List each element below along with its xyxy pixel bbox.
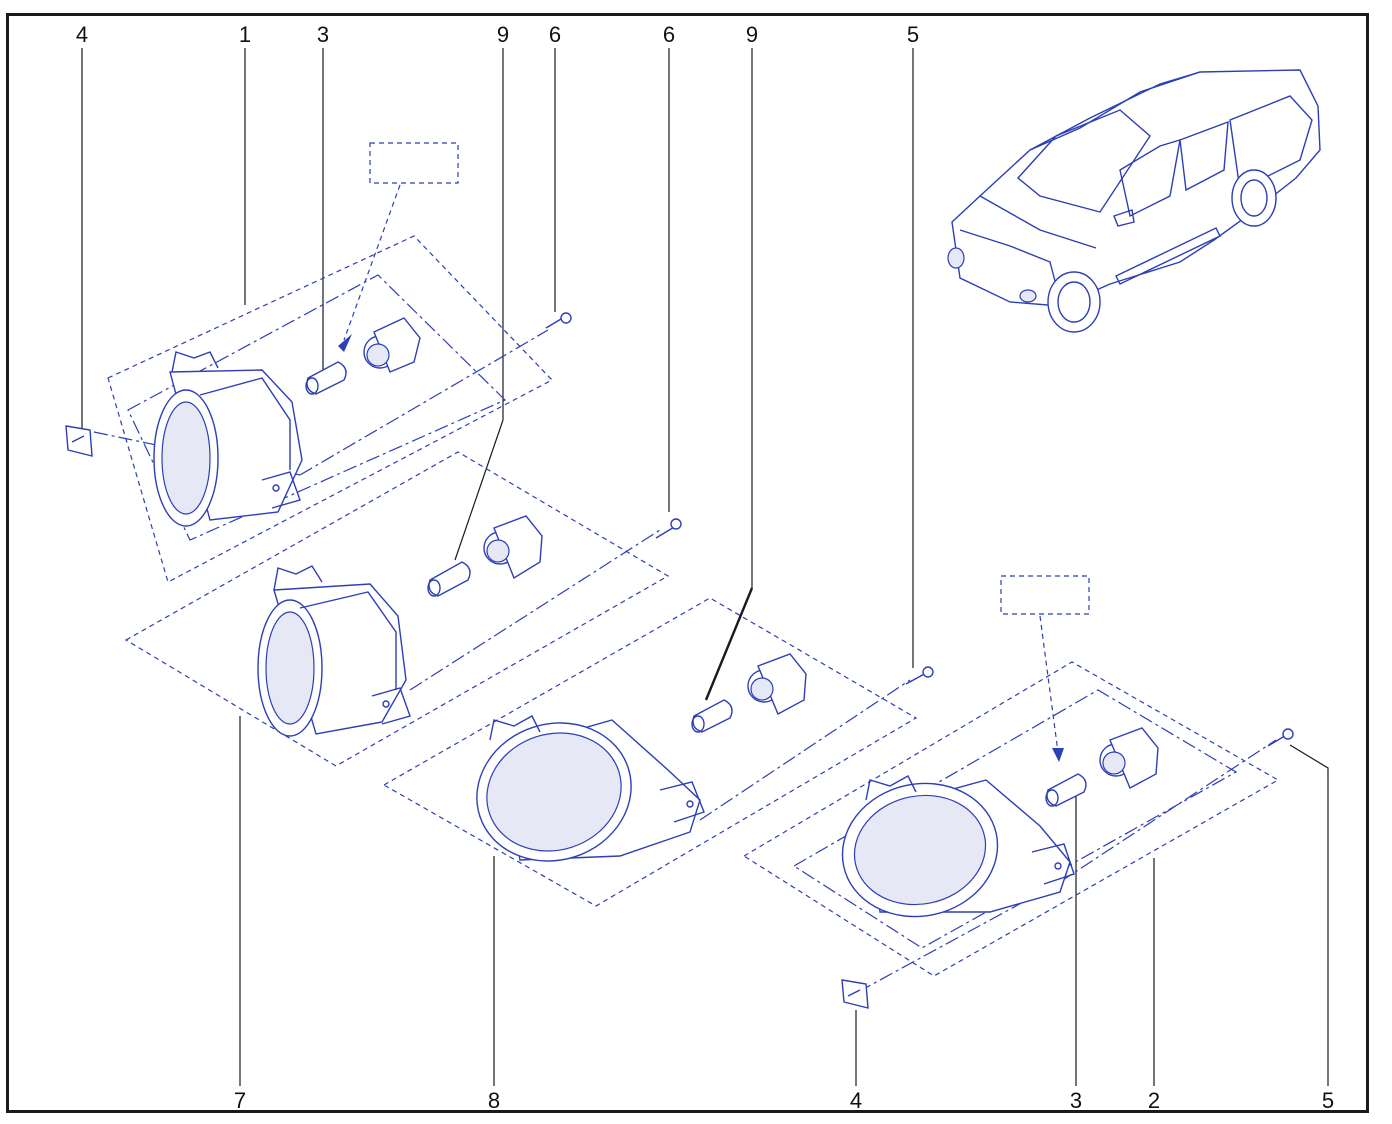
outline-fog-lamp-7 <box>124 451 670 767</box>
callout-6-a: 6 <box>548 22 562 47</box>
callout-8: 8 <box>487 1088 501 1113</box>
axis-screw-6a <box>299 329 549 476</box>
bulb-9-a <box>427 561 471 597</box>
bulb-arrowhead-top <box>338 334 352 352</box>
screw-6a <box>545 312 572 329</box>
bulb-spec-box-bottom <box>1000 575 1090 615</box>
callout-6-b: 6 <box>662 22 676 47</box>
screw-5b <box>1267 728 1294 747</box>
callout-4-top: 4 <box>75 22 89 47</box>
bulb-arrow-bottom <box>1039 615 1059 753</box>
callout-9-b: 9 <box>745 22 759 47</box>
axis-screw-5b <box>1059 739 1277 883</box>
callout-3-bottom: 3 <box>1069 1088 1083 1113</box>
clip-4-top <box>65 425 93 457</box>
callout-2: 2 <box>1147 1088 1161 1113</box>
outline-fog-lamp-8 <box>382 597 918 907</box>
fog-lamp-1 <box>153 351 303 527</box>
bulb-arrow-top <box>343 184 401 341</box>
callout-7: 7 <box>233 1088 247 1113</box>
socket-middle <box>483 515 543 580</box>
fog-lamp-8 <box>476 715 705 862</box>
leader-5-bottom <box>1289 744 1329 1086</box>
bulb-arrowhead-bottom <box>1052 748 1064 762</box>
callout-5-top: 5 <box>906 22 920 47</box>
socket-top <box>363 317 421 373</box>
bulb-3-bottom <box>1045 773 1087 807</box>
callout-3-top: 3 <box>316 22 330 47</box>
callout-4-bottom: 4 <box>849 1088 863 1113</box>
callout-1: 1 <box>238 22 252 47</box>
axis-clip-bottom <box>857 881 1061 993</box>
fog-lamp-7 <box>257 565 411 737</box>
screw-5a <box>905 666 934 685</box>
callout-9-a: 9 <box>496 22 510 47</box>
pickup-truck-illustration <box>947 69 1321 333</box>
screw-6b <box>655 518 682 539</box>
leader-9-b-diag <box>704 587 754 701</box>
clip-4-bottom <box>841 979 869 1009</box>
socket-right <box>1099 727 1159 789</box>
bulb-9-b <box>691 699 733 733</box>
fog-lamp-2 <box>841 775 1075 918</box>
leader-lines <box>81 48 1329 1086</box>
diagram-frame <box>6 13 1369 1113</box>
bulb-spec-box-top <box>369 142 459 184</box>
bulb-3-top <box>305 361 347 395</box>
outline-fog-lamp-2-inner <box>792 689 1238 949</box>
axis-screw-5a <box>699 679 911 821</box>
outline-fog-lamp-2 <box>742 661 1280 977</box>
callout-5-bottom: 5 <box>1321 1088 1335 1113</box>
socket-center <box>747 653 807 715</box>
leader-9-a-diag <box>454 419 504 561</box>
